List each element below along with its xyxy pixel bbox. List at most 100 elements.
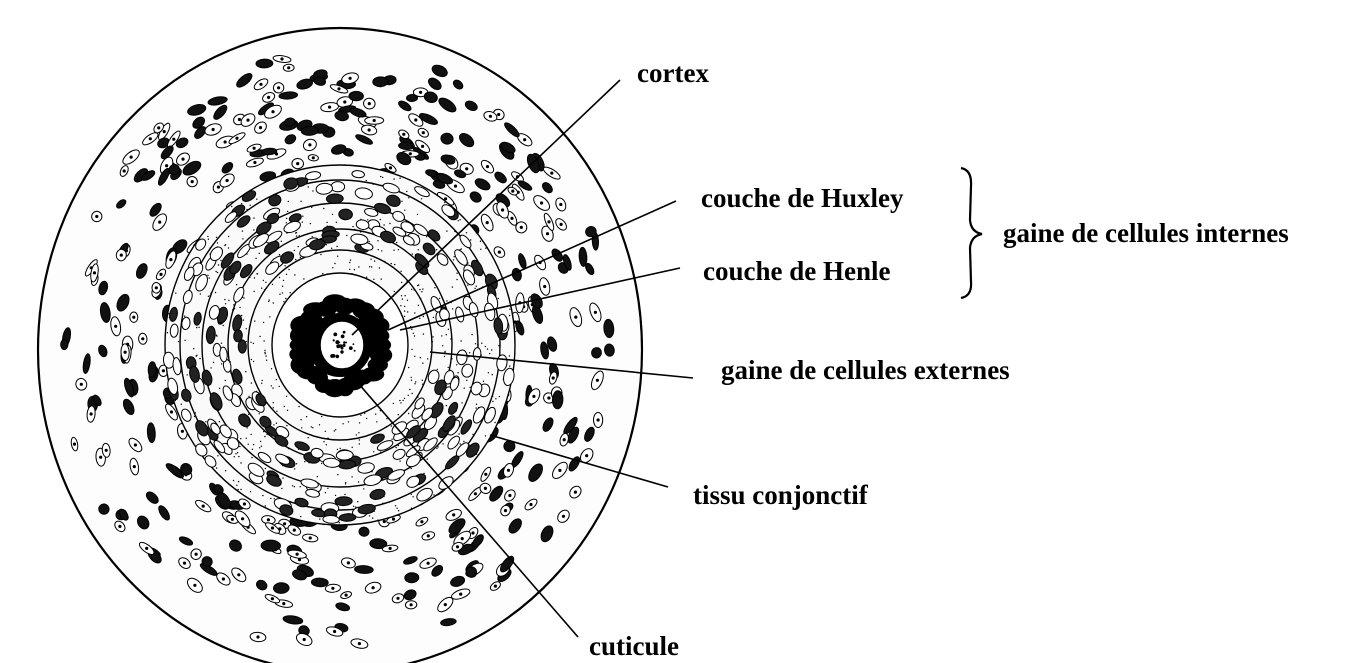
cell-nucleus xyxy=(372,586,375,589)
stipple-dot xyxy=(220,260,221,261)
stipple-dot xyxy=(251,457,252,458)
stipple-dot xyxy=(366,418,367,419)
cortex-speck xyxy=(349,346,353,350)
connective-cell xyxy=(148,362,156,378)
stipple-dot xyxy=(360,231,361,232)
stipple-dot xyxy=(393,403,394,404)
cell-nucleus xyxy=(309,536,312,539)
stipple-dot xyxy=(253,229,254,230)
cell-nucleus xyxy=(459,593,462,596)
stipple-dot xyxy=(407,300,408,301)
stipple-dot xyxy=(264,289,265,290)
stipple-dot xyxy=(476,404,477,405)
cell-nucleus xyxy=(149,137,152,140)
stipple-dot xyxy=(437,369,438,370)
cell-nucleus xyxy=(259,126,262,129)
stipple-dot xyxy=(215,271,216,272)
stipple-dot xyxy=(187,374,188,375)
stipple-dot xyxy=(213,362,214,363)
stipple-dot xyxy=(273,302,274,303)
cell-nucleus xyxy=(465,167,468,170)
cell-nucleus xyxy=(212,128,215,131)
stipple-dot xyxy=(195,412,196,413)
cell-nucleus xyxy=(484,487,487,490)
stipple-dot xyxy=(408,367,409,368)
label-couche-henle: couche de Henle xyxy=(703,258,890,285)
stipple-dot xyxy=(199,358,200,359)
stipple-dot xyxy=(241,203,242,204)
cell-nucleus xyxy=(452,513,455,516)
stipple-dot xyxy=(240,489,241,490)
cell-nucleus xyxy=(172,138,175,141)
cell-nucleus xyxy=(267,518,270,521)
stipple-dot xyxy=(358,432,359,433)
stipple-dot xyxy=(391,425,392,426)
stipple-dot xyxy=(250,342,251,343)
sheath-cell xyxy=(326,194,343,204)
cell-nucleus xyxy=(552,376,555,379)
stipple-dot xyxy=(253,444,254,445)
stipple-dot xyxy=(225,303,226,304)
stipple-dot xyxy=(412,393,413,394)
cell-nucleus xyxy=(414,118,417,121)
stipple-dot xyxy=(396,508,397,509)
stipple-dot xyxy=(268,301,269,302)
stipple-dot xyxy=(359,443,360,444)
stipple-dot xyxy=(404,295,405,296)
cell-nucleus xyxy=(183,562,186,565)
stipple-dot xyxy=(219,388,220,389)
stipple-dot xyxy=(422,288,423,289)
cell-nucleus xyxy=(155,286,158,289)
cell-nucleus xyxy=(283,522,286,525)
stipple-dot xyxy=(228,300,229,301)
stipple-dot xyxy=(357,501,358,502)
stipple-dot xyxy=(413,333,414,334)
cortex-speck xyxy=(345,342,347,344)
cell-nucleus xyxy=(169,258,172,261)
cell-nucleus xyxy=(162,369,165,372)
stipple-dot xyxy=(335,429,336,430)
stipple-dot xyxy=(452,286,453,287)
stipple-dot xyxy=(380,176,381,177)
stipple-dot xyxy=(256,199,257,200)
stipple-dot xyxy=(216,335,217,336)
stipple-dot xyxy=(269,316,270,317)
stipple-dot xyxy=(474,288,475,289)
stipple-dot xyxy=(266,434,267,435)
stipple-dot xyxy=(303,278,304,279)
cell-nucleus xyxy=(504,509,507,512)
stipple-dot xyxy=(488,372,489,373)
label-cortex: cortex xyxy=(637,60,709,87)
stipple-dot xyxy=(349,262,350,263)
stipple-dot xyxy=(237,452,238,453)
stipple-dot xyxy=(298,406,299,407)
cell-nucleus xyxy=(454,185,457,188)
connective-cell xyxy=(256,59,273,68)
stipple-dot xyxy=(475,343,476,344)
cell-nucleus xyxy=(456,545,459,548)
stipple-dot xyxy=(247,427,248,428)
stipple-dot xyxy=(284,265,285,266)
stipple-dot xyxy=(377,240,378,241)
stipple-dot xyxy=(411,329,412,330)
stipple-dot xyxy=(432,341,433,342)
stipple-dot xyxy=(492,374,493,375)
cell-nucleus xyxy=(224,140,227,143)
stipple-dot xyxy=(312,190,313,191)
cell-nucleus xyxy=(410,603,413,606)
connective-cell xyxy=(398,142,414,150)
stipple-dot xyxy=(216,467,217,468)
stipple-dot xyxy=(270,498,271,499)
cell-nucleus xyxy=(402,133,405,136)
stipple-dot xyxy=(433,317,434,318)
stipple-dot xyxy=(411,494,412,495)
stipple-dot xyxy=(250,434,251,435)
cell-nucleus xyxy=(585,454,588,457)
cell-nucleus xyxy=(145,547,148,550)
cell-nucleus xyxy=(124,351,127,354)
stipple-dot xyxy=(476,286,477,287)
cortex-speck xyxy=(339,342,341,344)
stipple-dot xyxy=(498,298,499,299)
stipple-dot xyxy=(378,249,379,250)
stipple-dot xyxy=(369,241,370,242)
